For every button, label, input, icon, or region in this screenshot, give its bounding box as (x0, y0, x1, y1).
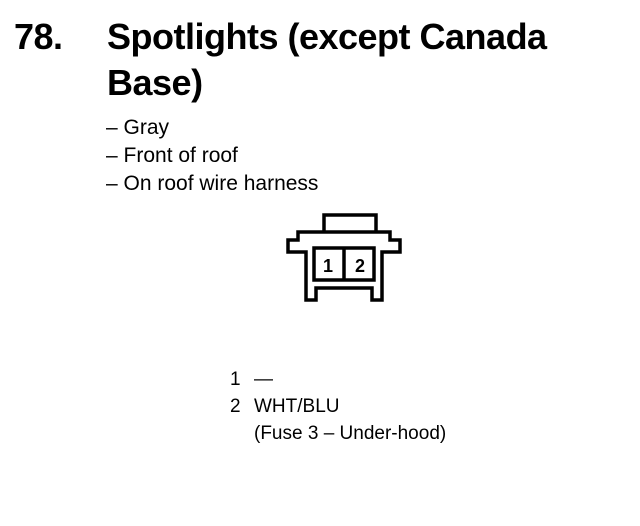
connector-diagram: 1 2 (286, 213, 402, 302)
connector-specs: – Gray – Front of roof – On roof wire ha… (106, 114, 318, 198)
pin-row: 2 WHT/BLU (230, 393, 446, 420)
section-number: 78. (14, 16, 63, 57)
connector-lock-tab (322, 213, 378, 232)
section-title: Spotlights (except Canada Base) (107, 16, 547, 103)
connector-color: – Gray (106, 116, 170, 139)
connector-body (286, 230, 402, 302)
pin-row: 1 — (230, 366, 446, 393)
cavity-1-label: 1 (323, 256, 333, 276)
connector-location: – Front of roof (106, 144, 238, 167)
pin-list: 1 — 2 WHT/BLU (Fuse 3 – Under-hood) (230, 366, 446, 447)
pin-wire: WHT/BLU (254, 396, 340, 417)
connector-harness: – On roof wire harness (106, 172, 319, 195)
pin-wire: — (254, 369, 273, 390)
pin-number: 1 (230, 369, 241, 390)
pin-number: 2 (230, 396, 241, 417)
pin-note: (Fuse 3 – Under-hood) (254, 423, 447, 444)
cavity-2-label: 2 (355, 256, 365, 276)
